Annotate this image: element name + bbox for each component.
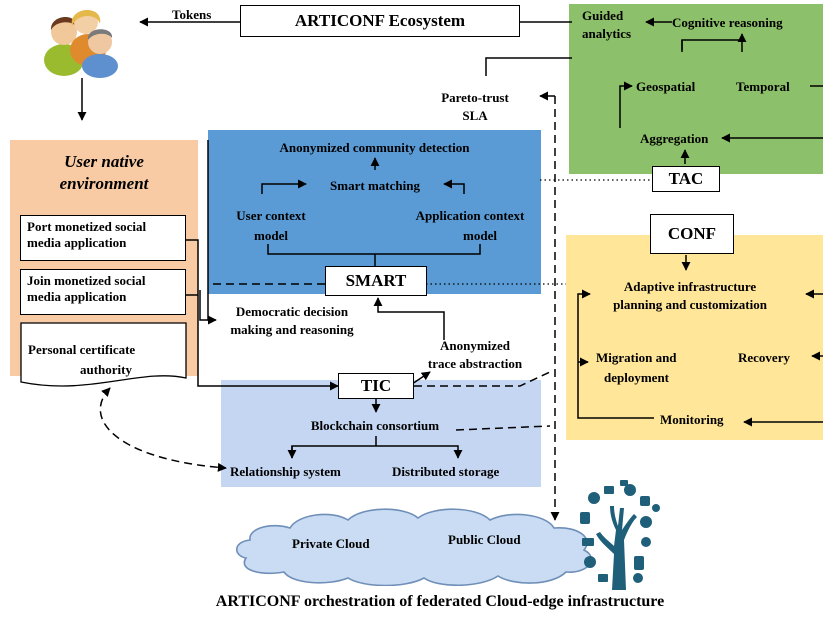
democratic-line2: making and reasoning: [230, 322, 354, 337]
migration-line2: deployment: [604, 370, 669, 385]
public-cloud: Public Cloud: [448, 532, 521, 547]
port-app-box: Port monetized social media application: [20, 215, 186, 261]
relationship-system: Relationship system: [230, 464, 341, 479]
tac-box: TAC: [652, 166, 720, 192]
pareto-trust-line2: SLA: [462, 108, 488, 123]
smart-box: SMART: [325, 266, 427, 296]
aggregation: Aggregation: [640, 131, 709, 146]
ecosystem-title-box: ARTICONF Ecosystem: [240, 5, 520, 37]
cognitive-reasoning: Cognitive reasoning: [672, 15, 783, 30]
smart-matching: Smart matching: [330, 178, 420, 193]
technology-tree-icon: [580, 480, 660, 590]
tic-label: TIC: [360, 376, 392, 395]
trace-line1: Anonymized: [439, 338, 511, 353]
join-app-line2: media application: [27, 289, 127, 304]
orchestration-caption: ARTICONF orchestration of federated Clou…: [215, 593, 665, 610]
join-app-box: Join monetized social media application: [20, 269, 186, 315]
pareto-trust-line1: Pareto-trust: [441, 90, 509, 105]
guided-analytics-line2: analytics: [582, 26, 632, 41]
community-detection: Anonymized community detection: [279, 140, 470, 155]
conf-panel: [566, 235, 823, 440]
user-context-line2: model: [254, 228, 288, 243]
tac-label: TAC: [668, 169, 704, 188]
recovery: Recovery: [738, 350, 790, 365]
ecosystem-title: ARTICONF Ecosystem: [294, 11, 466, 30]
tic-box: TIC: [338, 373, 414, 399]
certificate-doc-shape: [20, 322, 187, 387]
democratic-line1: Democratic decision: [235, 304, 349, 319]
user-env-title-line1: User native: [64, 152, 144, 171]
user-context-line1: User context: [236, 208, 306, 223]
guided-analytics-line1: Guided: [582, 8, 624, 23]
users-group-icon: [44, 9, 118, 78]
port-app-line2: media application: [27, 235, 127, 250]
conf-box: CONF: [650, 214, 734, 254]
tokens-label: Tokens: [172, 7, 212, 22]
certificate-line1: Personal certificate: [28, 342, 136, 357]
app-context-line1: Application context: [415, 208, 525, 223]
private-cloud: Private Cloud: [292, 536, 370, 551]
geospatial: Geospatial: [636, 79, 696, 94]
app-context-line2: model: [463, 228, 497, 243]
join-app-line1: Join monetized social: [27, 273, 146, 288]
adaptive-line1: Adaptive infrastructure: [623, 279, 757, 294]
smart-label: SMART: [345, 271, 407, 290]
temporal: Temporal: [736, 79, 790, 94]
user-env-title-line2: environment: [59, 174, 149, 193]
blockchain-consortium: Blockchain consortium: [310, 418, 440, 433]
adaptive-line2: planning and customization: [613, 297, 767, 312]
certificate-line2: authority: [80, 362, 132, 377]
migration-line1: Migration and: [596, 350, 677, 365]
monitoring: Monitoring: [660, 412, 724, 427]
distributed-storage: Distributed storage: [392, 464, 500, 479]
conf-label: CONF: [667, 224, 717, 243]
port-app-line1: Port monetized social: [27, 219, 147, 234]
trace-line2: trace abstraction: [427, 356, 523, 371]
cloud-shape: [235, 508, 592, 586]
tac-panel: [569, 4, 823, 174]
